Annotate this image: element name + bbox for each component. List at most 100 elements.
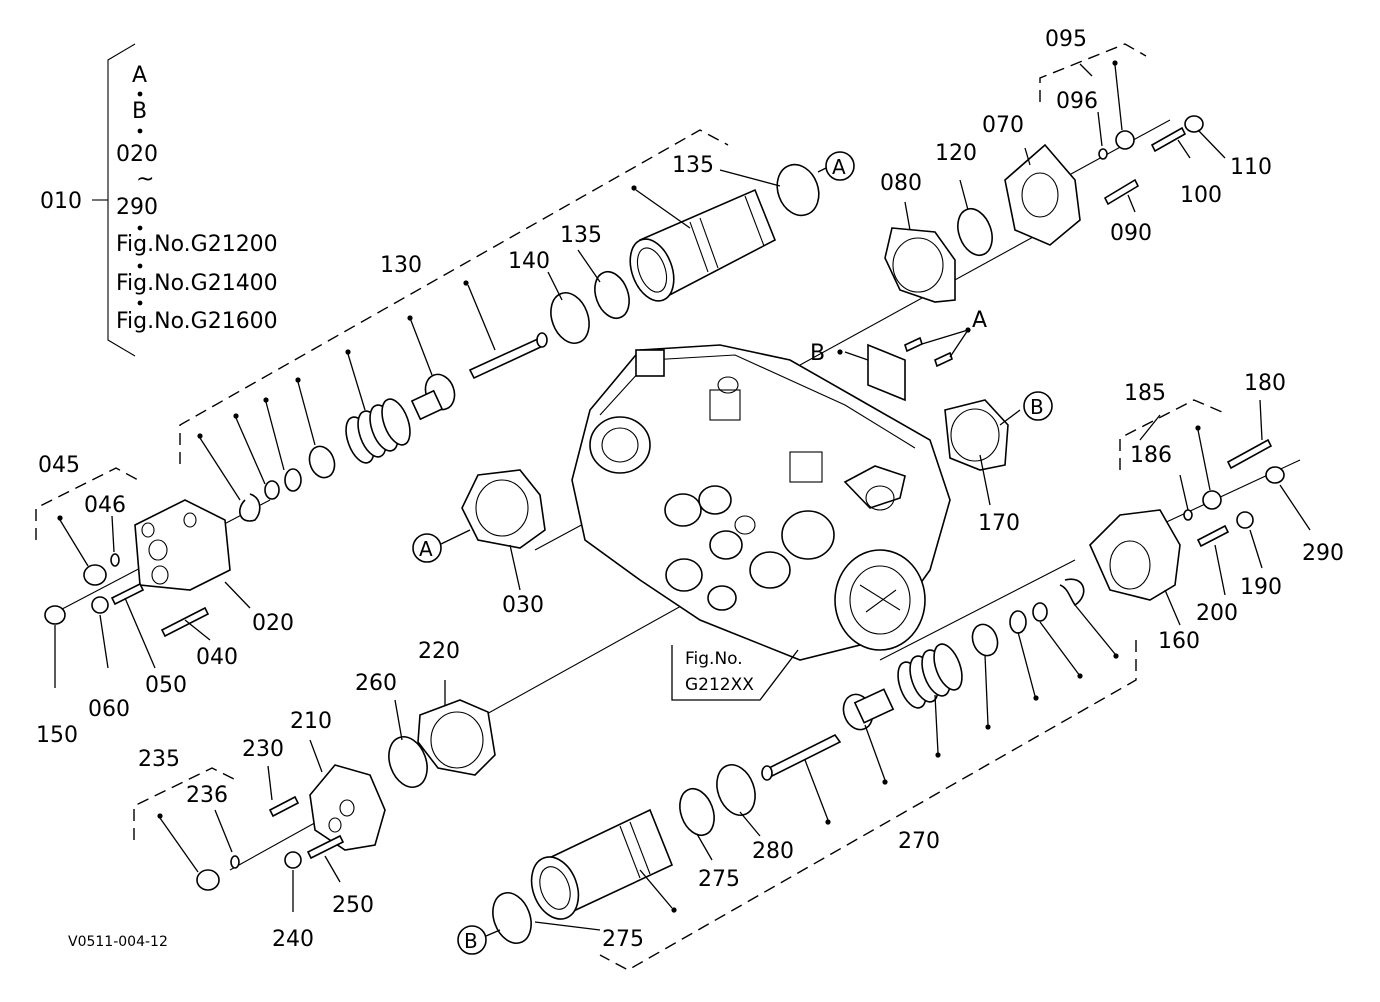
part-label: 230 — [242, 737, 284, 762]
part-label: 250 — [332, 893, 374, 918]
label-a-screws: A — [972, 308, 987, 333]
spring-upper — [345, 398, 411, 464]
stud-200 — [1196, 524, 1230, 548]
part-label: 170 — [978, 511, 1020, 536]
part-label: 096 — [1056, 89, 1098, 114]
part-label: 080 — [880, 171, 922, 196]
part-label: 030 — [502, 593, 544, 618]
part-label: 070 — [982, 113, 1024, 138]
valve-body — [571, 344, 951, 661]
cover-160 — [1089, 509, 1181, 601]
part-label: 260 — [355, 671, 397, 696]
part-labels: 135 135 140 130 045 046 020 040 050 060 … — [36, 27, 1344, 952]
gasket-220 — [417, 699, 496, 776]
bolt-090 — [1103, 178, 1140, 206]
legend: 010 A B 020 ~ 290 Fig.No.G21200 Fig.No.G… — [40, 43, 278, 357]
o-ring-140 — [550, 292, 590, 344]
part-label: 185 — [1124, 381, 1166, 406]
o-ring-186 — [1183, 509, 1193, 521]
rod-lower — [761, 733, 842, 781]
part-label: 210 — [290, 709, 332, 734]
spring-guide-lower — [971, 623, 999, 657]
spring-guide-upper — [308, 445, 336, 479]
nut-060 — [91, 596, 109, 614]
legend-item: Fig.No.G21600 — [116, 309, 278, 334]
part-label: 040 — [196, 645, 238, 670]
nut-110 — [1184, 115, 1204, 133]
group-235-box — [133, 767, 237, 840]
part-label: 120 — [935, 141, 977, 166]
part-label: 190 — [1240, 575, 1282, 600]
part-label: 110 — [1230, 155, 1272, 180]
rod-upper — [468, 332, 548, 380]
sleeve-upper — [629, 188, 777, 302]
washer-upper — [284, 468, 302, 492]
o-ring-096 — [1098, 148, 1108, 160]
group-095-box — [1039, 43, 1147, 102]
washer-lower — [1009, 610, 1027, 634]
snap-ring-upper — [239, 493, 261, 522]
nut-190 — [1236, 511, 1254, 529]
stud-250 — [306, 834, 345, 860]
part-label: 290 — [1302, 541, 1344, 566]
group-270-box — [599, 640, 1137, 971]
callout-b-lower: B — [457, 925, 487, 955]
part-label: 200 — [1196, 601, 1238, 626]
o-ring-280 — [716, 764, 756, 816]
svg-text:A: A — [419, 537, 433, 561]
part-label: 280 — [752, 839, 794, 864]
cover-210 — [309, 764, 386, 851]
part-label: 095 — [1045, 27, 1087, 52]
stud-100 — [1150, 126, 1187, 153]
footer-code: V0511-004-12 — [68, 934, 168, 950]
sleeve-lower — [530, 808, 674, 920]
legend-item: 290 — [116, 195, 158, 220]
leaders — [54, 60, 1311, 931]
part-label: 045 — [38, 453, 80, 478]
gasket-170 — [944, 399, 1009, 471]
part-label: 140 — [508, 249, 550, 274]
legend-item: Fig.No.G21400 — [116, 271, 278, 296]
bolt-180 — [1226, 438, 1273, 470]
spring-seat-upper — [410, 373, 456, 421]
o-ring-275-lower — [492, 892, 532, 944]
part-label: 220 — [418, 639, 460, 664]
group-045-box — [35, 467, 139, 540]
part-label: 275 — [602, 927, 644, 952]
group-130-box — [179, 129, 729, 464]
part-label: 186 — [1130, 443, 1172, 468]
callout-a-lower: A — [412, 533, 442, 563]
body-ref-line1: Fig.No. — [685, 649, 743, 669]
legend-item: Fig.No.G21200 — [116, 232, 278, 257]
part-label: 060 — [88, 697, 130, 722]
part-label: 130 — [380, 253, 422, 278]
part-label: 235 — [138, 747, 180, 772]
screw-a1 — [904, 336, 923, 353]
plate-b — [867, 343, 906, 402]
part-label: 160 — [1158, 629, 1200, 654]
nut-lower — [1032, 602, 1048, 622]
part-label: 100 — [1180, 183, 1222, 208]
legend-item: B — [132, 99, 147, 124]
part-label: 236 — [186, 783, 228, 808]
svg-text:A: A — [832, 155, 846, 179]
cover-070 — [1004, 143, 1081, 246]
nut-240 — [284, 851, 302, 869]
axis-upper-right — [1059, 119, 1171, 181]
o-ring-275 — [679, 787, 715, 837]
part-label: 135 — [560, 223, 602, 248]
label-b-plate: B — [810, 341, 825, 366]
part-label: 240 — [272, 927, 314, 952]
part-label: 090 — [1110, 221, 1152, 246]
part-label: 050 — [145, 673, 187, 698]
part-label: 020 — [252, 611, 294, 636]
svg-text:B: B — [1030, 395, 1044, 419]
o-ring-120 — [957, 207, 993, 257]
callout-b-upper: B — [1023, 391, 1053, 421]
cover-020 — [134, 499, 231, 591]
body-boss — [635, 349, 665, 377]
part-label: 180 — [1244, 371, 1286, 396]
callout-a-upper: A — [825, 151, 855, 181]
o-ring-135-upper — [776, 163, 820, 217]
